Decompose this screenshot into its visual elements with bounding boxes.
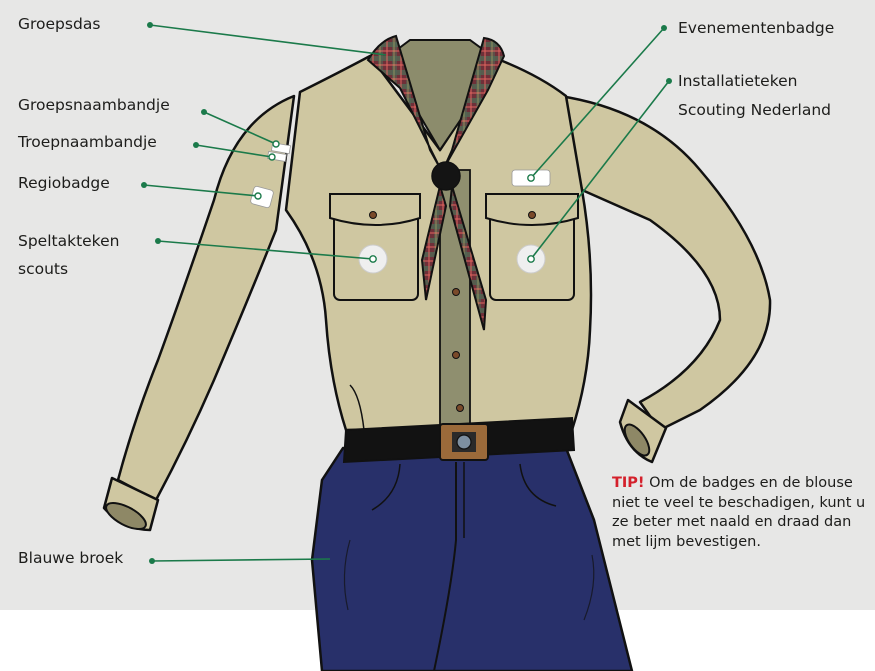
leader-blauwe-broek <box>152 559 330 561</box>
label-speltakteken-line1: Speltakteken <box>18 230 119 252</box>
left-sleeve <box>102 96 294 534</box>
tip-text: TIP! Om de badges en de blouse niet te v… <box>612 474 874 552</box>
leader-groepsdas <box>150 25 386 55</box>
label-troepnaambandje: Troepnaambandje <box>18 131 157 153</box>
label-installatieteken-line2: Scouting Nederland <box>678 99 831 121</box>
tip-heading: TIP! <box>612 475 645 491</box>
trousers <box>312 448 632 671</box>
label-groepsnaambandje: Groepsnaambandje <box>18 94 170 116</box>
label-installatieteken-line1: Installatieteken <box>678 70 797 92</box>
label-blauwe-broek: Blauwe broek <box>18 547 123 569</box>
label-regiobadge: Regiobadge <box>18 172 110 194</box>
tip-body: Om de badges en de blouse niet te veel t… <box>612 475 865 550</box>
label-evenementenbadge: Evenementenbadge <box>678 17 834 39</box>
label-groepsdas: Groepsdas <box>18 13 100 35</box>
label-speltakteken-line2: scouts <box>18 258 68 280</box>
